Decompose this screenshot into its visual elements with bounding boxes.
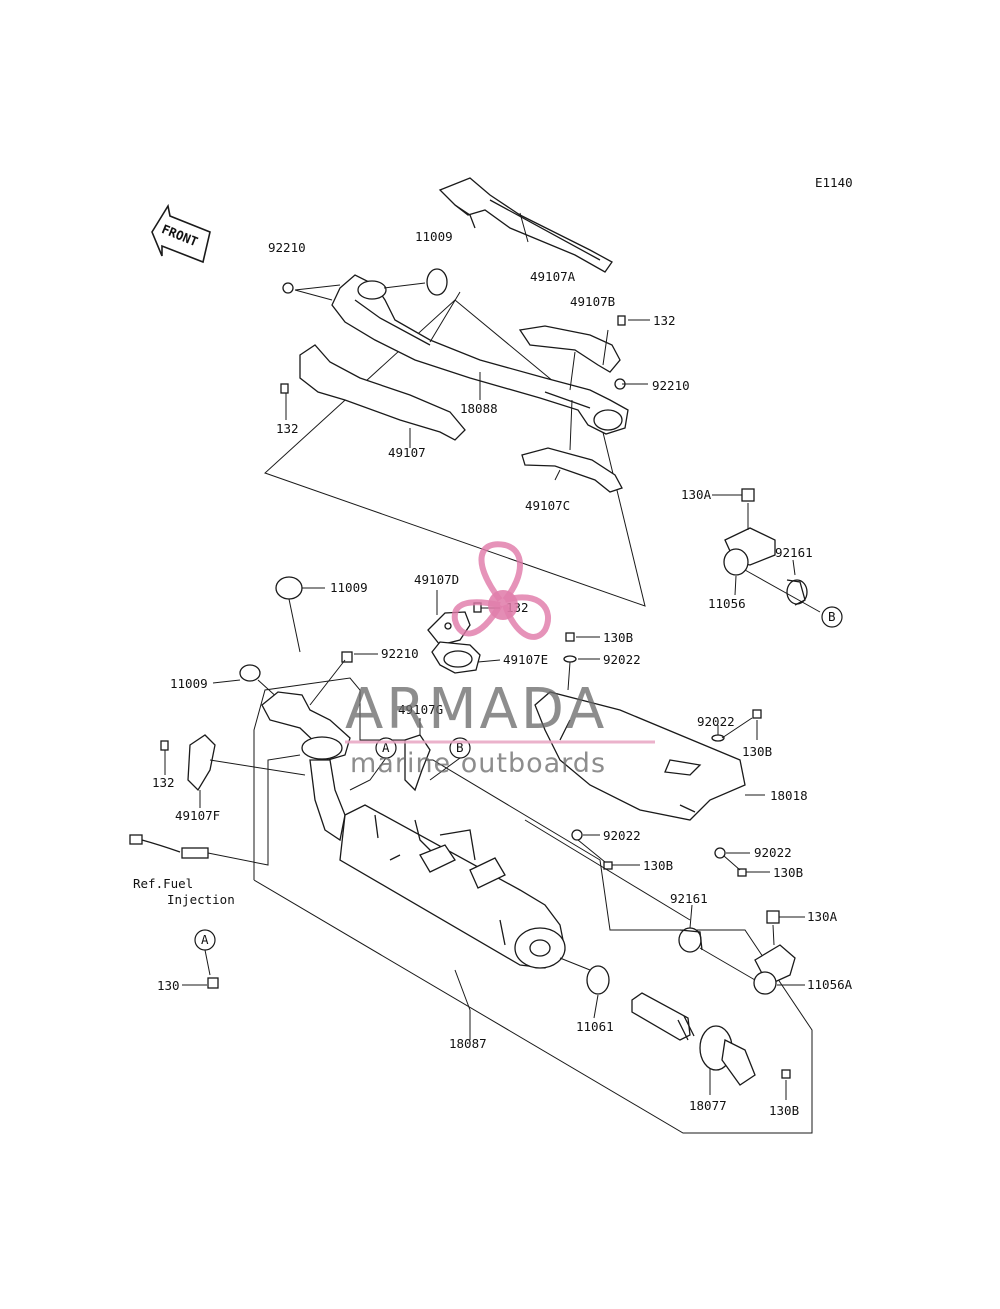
part-label: 11061 [576, 1019, 614, 1034]
o2-sensor [129, 834, 209, 859]
exhaust-pipe-18088 [331, 274, 629, 435]
part-label: 92022 [697, 714, 735, 729]
part-label: 130B [769, 1103, 799, 1118]
heat-cover-49107B [518, 325, 621, 373]
propeller-logo-icon [451, 541, 552, 640]
part-label: 92210 [652, 378, 690, 393]
heat-cover-49107D [427, 611, 471, 646]
part-label: 11056A [807, 977, 853, 992]
heat-cover-49107 [299, 344, 466, 441]
part-label: 132 [276, 421, 299, 436]
part-label: 92022 [603, 828, 641, 843]
watermark-tagline: marine outboards [350, 748, 606, 779]
gasket-11061 [586, 965, 610, 995]
part-label: 132 [152, 775, 175, 790]
part-label: 130A [681, 487, 712, 502]
bolt-130B-e [781, 1069, 791, 1079]
bolt-130B-b [752, 709, 762, 719]
washer-92022-d [714, 847, 726, 859]
heat-cover-49107E [431, 641, 481, 674]
part-label: 11056 [708, 596, 746, 611]
callout-B-mid-label: B [456, 740, 464, 755]
part-label: 49107E [503, 652, 548, 667]
bolt-130B-c [603, 861, 613, 870]
part-label: 49107F [175, 808, 220, 823]
part-label: 130B [603, 630, 633, 645]
ref-note-line1: Ref.Fuel [133, 876, 193, 891]
part-label: 18018 [770, 788, 808, 803]
bolt-132-d [160, 740, 169, 751]
part-label: 11009 [415, 229, 453, 244]
part-label: 132 [653, 313, 676, 328]
bolt-130B-d [737, 868, 747, 877]
gasket-11009-top [426, 268, 448, 296]
ref-note-line2: Injection [167, 892, 235, 907]
watermark: ARMADA marine outboards [345, 541, 655, 779]
propeller-hub-icon [488, 590, 518, 620]
watermark-brand: ARMADA [345, 677, 607, 742]
bolt-130B-a [565, 632, 575, 642]
part-label: 130B [742, 744, 772, 759]
mount-bracket-11056A [753, 910, 796, 995]
part-label: 11009 [330, 580, 368, 595]
heat-shield-18018 [534, 691, 746, 821]
part-label: 130B [773, 865, 803, 880]
washer-92022-a [563, 655, 577, 663]
part-label: 92161 [670, 891, 708, 906]
part-labels: 92210 11009 49107A 49107B 132 92210 1808… [152, 229, 853, 1118]
heat-cover-49107A [438, 177, 613, 273]
part-label: 49107 [388, 445, 426, 460]
part-label: 92161 [775, 545, 813, 560]
part-label: 130B [643, 858, 673, 873]
part-label: 92210 [381, 646, 419, 661]
callout-B-right [821, 606, 843, 628]
part-label: 49107B [570, 294, 615, 309]
callout-A-mid-label: A [382, 740, 390, 755]
part-label: 130A [807, 909, 838, 924]
diagram-code: E1140 [815, 175, 853, 190]
part-label: 130 [157, 978, 180, 993]
nut-92210-c [341, 651, 353, 663]
spark-arrestor-18077 [631, 992, 756, 1086]
part-label: 49107A [530, 269, 576, 284]
callout-A-bottom-label: A [201, 932, 209, 947]
nut-92210-a [282, 282, 294, 294]
gasket-11009-left [239, 664, 261, 682]
part-label: 18087 [449, 1036, 487, 1051]
bolt-132-a [617, 315, 626, 326]
washer-92022-c [571, 829, 583, 841]
mount-bracket-11056 [723, 488, 808, 606]
bolt-132-b [280, 383, 289, 394]
part-label: 92210 [268, 240, 306, 255]
part-label: 18088 [460, 401, 498, 416]
front-exhaust-pipe [261, 691, 351, 842]
part-label: 49107G [398, 702, 443, 717]
part-label: 49107D [414, 572, 459, 587]
part-label: 18077 [689, 1098, 727, 1113]
heat-cover-49107C [521, 447, 623, 493]
callout-B-right-label: B [828, 609, 836, 624]
part-label: 92022 [754, 845, 792, 860]
part-label: 49107C [525, 498, 570, 513]
heat-cover-49107F [187, 734, 216, 792]
bolt-130 [207, 977, 219, 989]
muffler-18087 [339, 804, 566, 969]
front-arrow-icon: FRONT [151, 203, 211, 264]
part-label: 11009 [170, 676, 208, 691]
gasket-11009-mid [275, 576, 303, 600]
part-label: 92022 [603, 652, 641, 667]
